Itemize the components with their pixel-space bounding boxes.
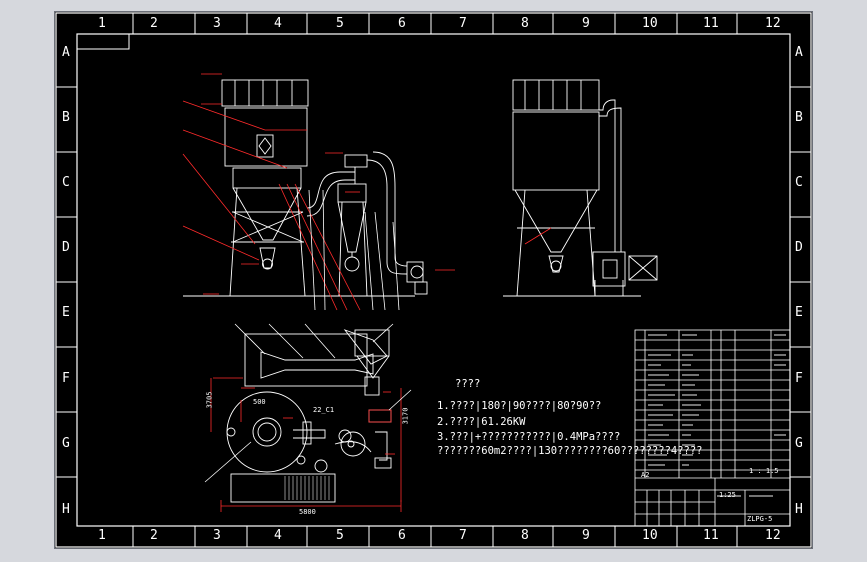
column-label: 9 (582, 16, 590, 31)
sheet-count: 1 : 1.5 (749, 467, 779, 475)
inner-frame (76, 33, 791, 527)
dim-small: 500 (253, 398, 266, 406)
plan-leaders (204, 323, 412, 483)
row-label: E (62, 305, 70, 320)
side-elevation (503, 79, 658, 297)
column-label: 10 (642, 528, 658, 543)
column-ticks (56, 13, 811, 547)
plan-view (226, 329, 392, 503)
column-label: 6 (398, 528, 406, 543)
column-label: 10 (642, 16, 658, 31)
row-label: A (62, 45, 70, 60)
row-label: D (795, 240, 803, 255)
column-label: 3 (213, 16, 221, 31)
column-label: 8 (521, 16, 529, 31)
column-label: 6 (398, 16, 406, 31)
column-label: 4 (274, 16, 282, 31)
row-label: H (795, 502, 803, 517)
callout-leaders-white (308, 189, 400, 311)
dim-height-right: 3170 (401, 407, 410, 425)
column-label: 2 (150, 528, 158, 543)
dim-height-left: 3705 (205, 391, 214, 409)
drawing-number: ZLPG-5 (747, 515, 773, 523)
row-label: F (62, 371, 70, 386)
column-label: 7 (459, 528, 467, 543)
row-label: G (62, 436, 70, 451)
column-label: 1 (98, 528, 106, 543)
column-label: 1 (98, 16, 106, 31)
column-label: 2 (150, 16, 158, 31)
plan-dimensions (210, 377, 402, 512)
column-label: 11 (703, 16, 719, 31)
note-line-3: 3.???|+???????????|0.4MPa???? (437, 431, 621, 443)
row-label: E (795, 305, 803, 320)
column-label: 12 (765, 528, 781, 543)
row-label: B (62, 110, 70, 125)
row-label: D (62, 240, 70, 255)
row-label: H (62, 502, 70, 517)
drawing-scale: 1:25 (719, 491, 736, 499)
row-label: F (795, 371, 803, 386)
cad-drawing (55, 12, 812, 548)
outer-frame (55, 12, 812, 548)
column-label: 5 (336, 528, 344, 543)
note-line-4: ???????60m2????|130????????60????????4??… (437, 445, 703, 457)
code-box (77, 34, 130, 50)
column-label: 3 (213, 528, 221, 543)
row-label: C (795, 175, 803, 190)
side-callout (524, 227, 552, 245)
spray-dryer-elevation (183, 79, 428, 297)
row-label: B (795, 110, 803, 125)
row-label: C (62, 175, 70, 190)
column-label: 4 (274, 528, 282, 543)
note-line-1: 1.????|180?|90????|80?90?? (437, 400, 602, 412)
column-label: 8 (521, 528, 529, 543)
dim-width: 5800 (299, 508, 316, 516)
column-label: 11 (703, 528, 719, 543)
notes-heading: ???? (455, 378, 481, 390)
title-block-entries (648, 334, 786, 497)
column-label: 7 (459, 16, 467, 31)
column-label: 9 (582, 528, 590, 543)
callout-leaders (182, 73, 455, 311)
drawing-sheet: 1 2 3 4 5 6 7 8 9 10 11 12 1 2 3 4 5 6 7… (55, 12, 812, 548)
row-label: A (795, 45, 803, 60)
dim-pipe: 22_C1 (313, 406, 335, 414)
column-label: 5 (336, 16, 344, 31)
paper-size: A2 (641, 471, 650, 479)
row-label: G (795, 436, 803, 451)
column-label: 12 (765, 16, 781, 31)
title-block (634, 329, 791, 527)
note-line-2: 2.????|61.26KW (437, 416, 526, 428)
